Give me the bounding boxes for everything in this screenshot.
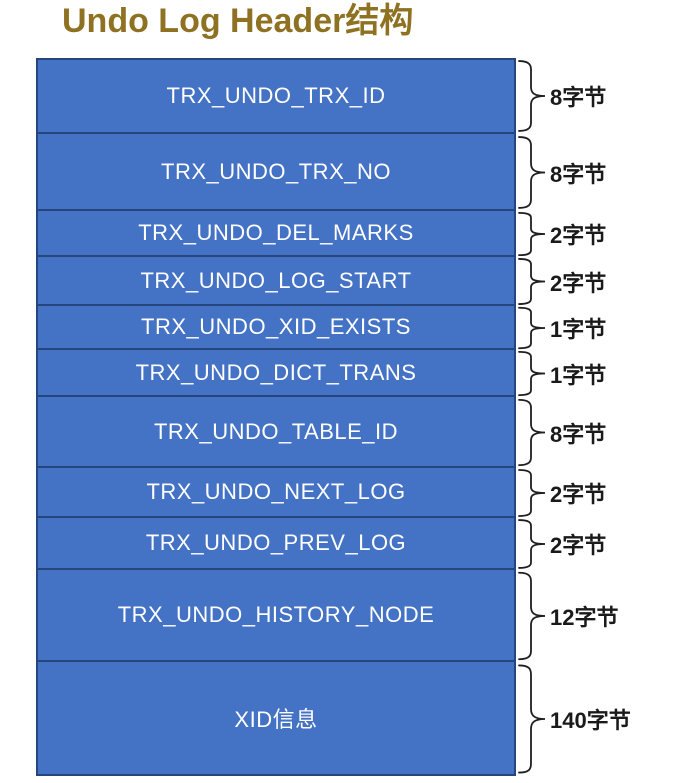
field-row-trx-undo-trx-id: TRX_UNDO_TRX_ID 8字节 (36, 58, 631, 134)
byte-size-label: 1字节 (550, 362, 607, 388)
field-row-trx-undo-del-marks: TRX_UNDO_DEL_MARKS 2字节 (36, 211, 631, 257)
byte-size-label: 8字节 (550, 85, 607, 110)
field-label: TRX_UNDO_LOG_START (140, 267, 412, 293)
byte-brace-icon (516, 134, 548, 211)
field-box: TRX_UNDO_NEXT_LOG (36, 468, 516, 518)
byte-size-label: 2字节 (550, 533, 607, 558)
field-row-trx-undo-history-node: TRX_UNDO_HISTORY_NODE 12字节 (36, 570, 631, 662)
byte-brace-icon (516, 397, 548, 468)
byte-brace-icon (516, 257, 548, 306)
field-row-trx-undo-table-id: TRX_UNDO_TABLE_ID 8字节 (36, 397, 631, 468)
field-label: TRX_UNDO_DICT_TRANS (135, 359, 417, 385)
field-label: TRX_UNDO_HISTORY_NODE (117, 602, 435, 627)
byte-size-label: 2字节 (550, 223, 607, 248)
field-box: TRX_UNDO_TRX_NO (36, 134, 516, 211)
byte-size-label: 2字节 (550, 482, 607, 507)
field-label: TRX_UNDO_NEXT_LOG (146, 479, 406, 504)
byte-size-label: 8字节 (550, 421, 607, 447)
field-label: TRX_UNDO_XID_EXISTS (141, 314, 411, 339)
byte-size-label: 140字节 (550, 708, 631, 733)
byte-brace-icon (516, 350, 548, 397)
byte-size-label: 1字节 (550, 317, 607, 342)
byte-size-label: 12字节 (550, 605, 619, 630)
field-box: XID信息 (36, 662, 516, 776)
byte-brace-icon (516, 58, 548, 134)
undo-log-header-diagram: TRX_UNDO_TRX_ID 8字节 TRX_UNDO_TRX_NO 8字节 … (36, 58, 631, 776)
field-box: TRX_UNDO_TRX_ID (36, 58, 516, 134)
byte-brace-icon (516, 570, 548, 662)
byte-brace-icon (516, 468, 548, 518)
field-box: TRX_UNDO_TABLE_ID (36, 397, 516, 468)
field-row-trx-undo-log-start: TRX_UNDO_LOG_START 2字节 (36, 257, 631, 306)
field-label: TRX_UNDO_PREV_LOG (145, 530, 407, 555)
field-row-trx-undo-dict-trans: TRX_UNDO_DICT_TRANS 1字节 (36, 350, 631, 397)
field-box: TRX_UNDO_DEL_MARKS (36, 211, 516, 257)
field-row-trx-undo-next-log: TRX_UNDO_NEXT_LOG 2字节 (36, 468, 631, 518)
field-row-trx-undo-trx-no: TRX_UNDO_TRX_NO 8字节 (36, 134, 631, 211)
field-label: XID信息 (234, 707, 318, 732)
diagram-title: Undo Log Header结构 (62, 2, 414, 40)
byte-brace-icon (516, 662, 548, 776)
field-box: TRX_UNDO_DICT_TRANS (36, 350, 516, 397)
byte-brace-icon (516, 518, 548, 570)
field-label: TRX_UNDO_TABLE_ID (153, 418, 399, 444)
field-box: TRX_UNDO_HISTORY_NODE (36, 570, 516, 662)
field-box: TRX_UNDO_XID_EXISTS (36, 306, 516, 350)
byte-brace-icon (516, 211, 548, 257)
field-row-trx-undo-prev-log: TRX_UNDO_PREV_LOG 2字节 (36, 518, 631, 570)
byte-size-label: 8字节 (550, 161, 607, 187)
field-label: TRX_UNDO_TRX_ID (166, 83, 386, 108)
field-box: TRX_UNDO_LOG_START (36, 257, 516, 306)
byte-brace-icon (516, 306, 548, 350)
field-row-trx-undo-xid-exists: TRX_UNDO_XID_EXISTS 1字节 (36, 306, 631, 350)
byte-size-label: 2字节 (550, 270, 607, 296)
field-box: TRX_UNDO_PREV_LOG (36, 518, 516, 570)
field-row-xid-info: XID信息 140字节 (36, 662, 631, 776)
field-label: TRX_UNDO_DEL_MARKS (138, 220, 414, 245)
field-label: TRX_UNDO_TRX_NO (161, 158, 391, 184)
